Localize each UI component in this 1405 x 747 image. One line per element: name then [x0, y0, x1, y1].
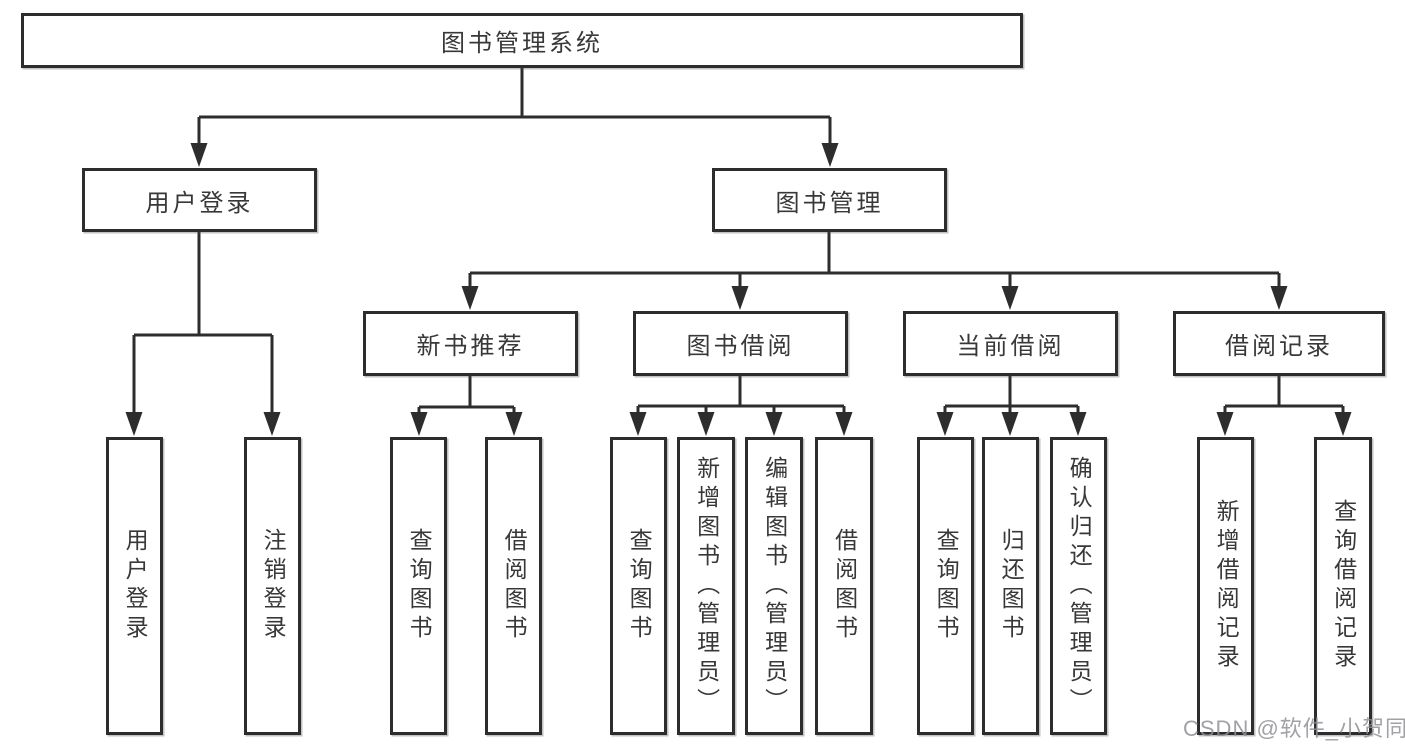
leaf-user-login: 用户登录 — [106, 437, 163, 735]
node-borrowing-records: 借阅记录 — [1173, 311, 1385, 376]
arrowhead-icons — [125, 143, 1352, 436]
leaf-borrow-books-recommend: 借阅图书 — [485, 437, 542, 735]
leaf-query-books-borrowing: 查询图书 — [610, 437, 667, 735]
node-book-borrowing: 图书借阅 — [633, 311, 848, 376]
csdn-watermark: CSDN @软件_小贺同学 — [1183, 716, 1405, 741]
node-current-borrowing: 当前借阅 — [903, 311, 1118, 376]
node-book-management: 图书管理 — [712, 168, 947, 232]
leaf-query-borrow-record: 查询借阅记录 — [1314, 437, 1372, 735]
leaf-edit-books-admin: 编辑图书（管理员） — [745, 437, 803, 735]
leaf-query-books-current: 查询图书 — [917, 437, 974, 735]
leaf-add-books-admin: 新增图书（管理员） — [677, 437, 735, 735]
node-user-login: 用户登录 — [82, 168, 317, 232]
node-new-book-recommendation: 新书推荐 — [363, 311, 578, 376]
leaf-query-books-recommend: 查询图书 — [390, 437, 447, 735]
leaf-return-books: 归还图书 — [982, 437, 1039, 735]
node-library-management-system: 图书管理系统 — [21, 13, 1023, 68]
leaf-confirm-return-admin: 确认归还（管理员） — [1050, 437, 1107, 735]
leaf-logout-login: 注销登录 — [244, 437, 301, 735]
leaf-add-borrow-record: 新增借阅记录 — [1197, 437, 1254, 735]
leaf-borrow-books-borrowing: 借阅图书 — [815, 437, 873, 735]
